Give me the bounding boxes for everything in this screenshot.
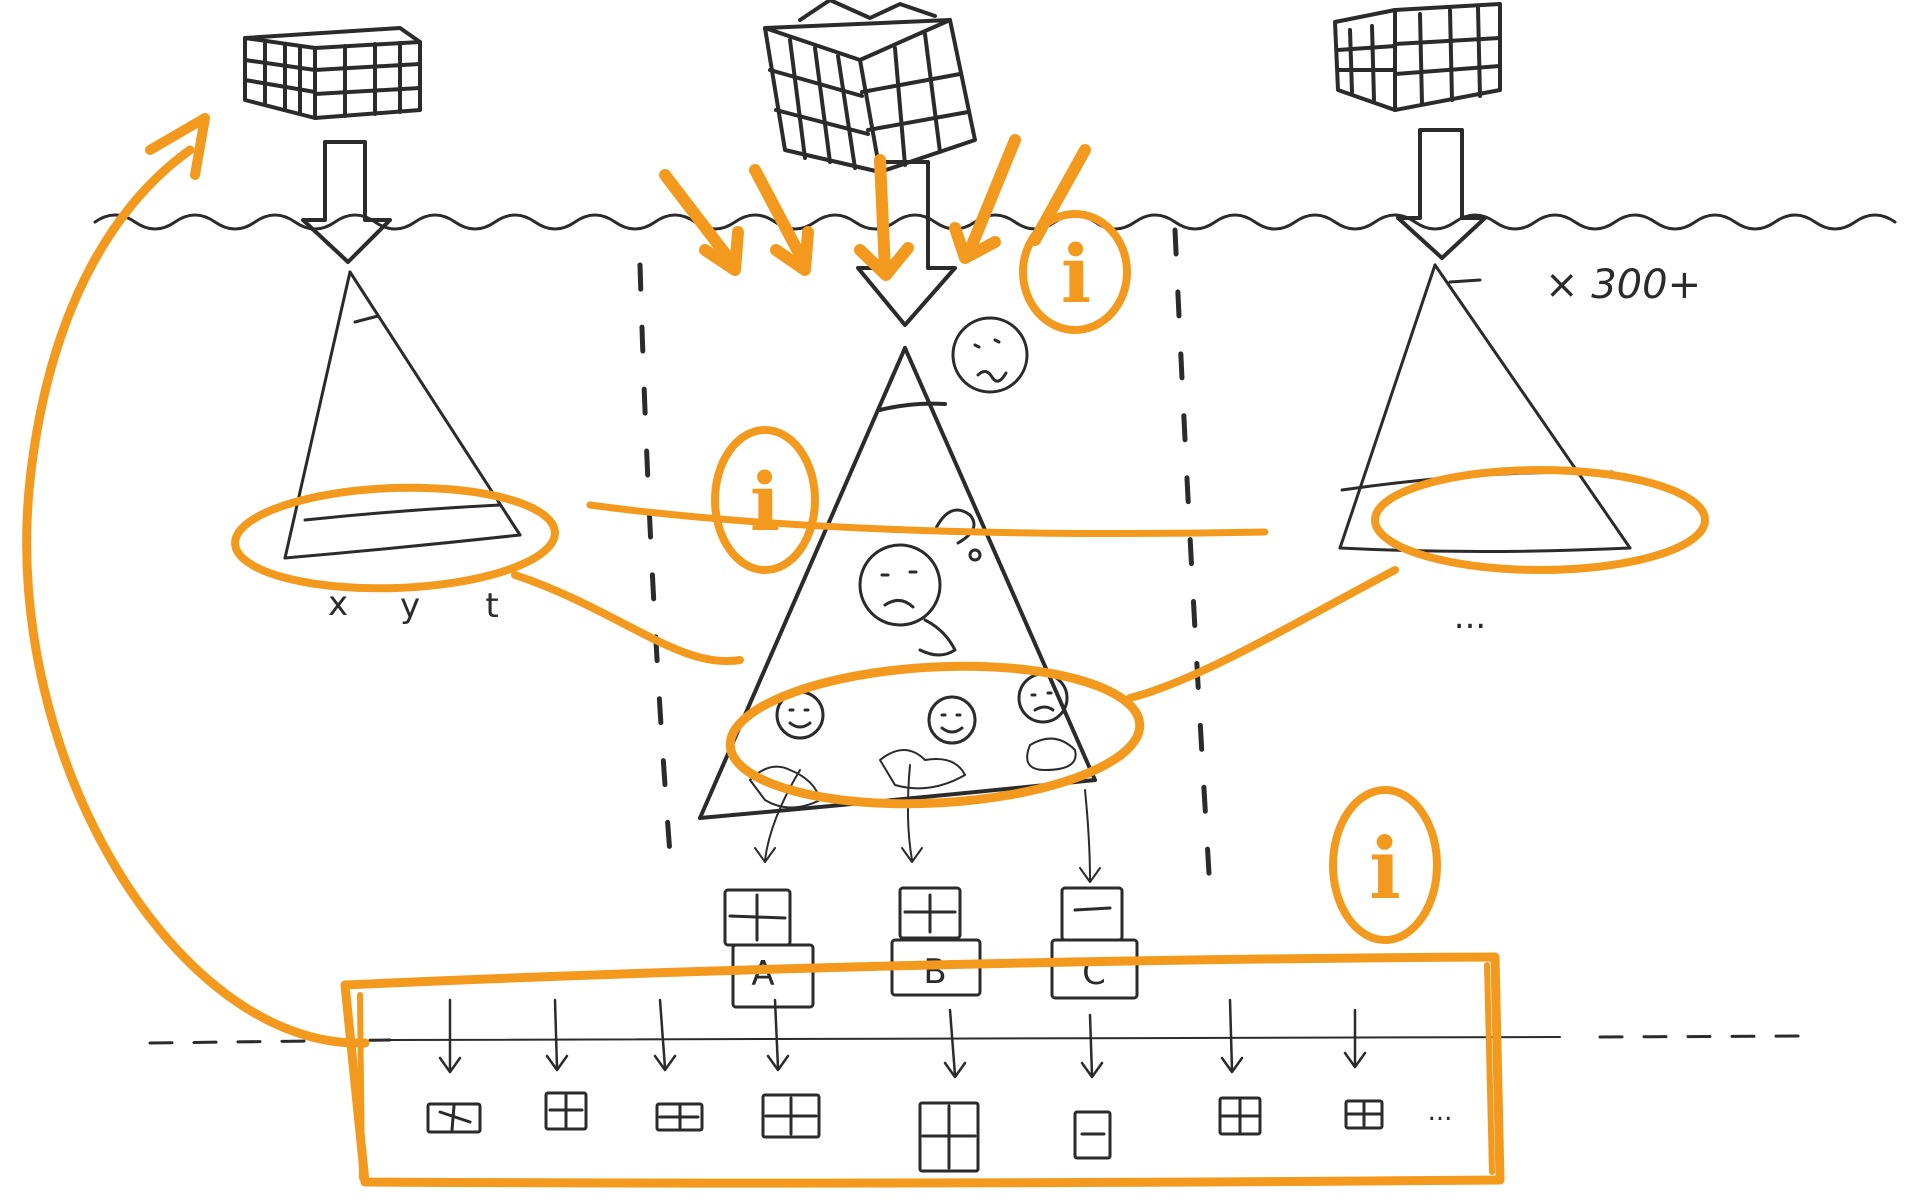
coordinate-label-y: y — [400, 586, 420, 626]
highlight-bar-left-to-right — [586, 501, 1269, 537]
cone-center — [698, 346, 1097, 820]
timeline-tiles-ellipsis: ... — [1428, 1097, 1453, 1127]
info-icon-top: i — [1019, 210, 1131, 334]
arrow-down-left — [301, 140, 392, 264]
info-icon-middle: i — [711, 426, 819, 574]
dashed-separator-right — [1172, 227, 1213, 893]
tile-c — [1050, 886, 1139, 1000]
face-worried-top — [951, 316, 1029, 394]
highlight-ellipse-center — [725, 661, 1145, 809]
dashed-separator-left — [637, 262, 675, 883]
info-icon-right: i — [1329, 786, 1441, 944]
svg-text:i: i — [750, 455, 780, 549]
connector-right-to-center — [1126, 566, 1399, 702]
svg-text:i: i — [1061, 227, 1091, 321]
timeline-line — [389, 1036, 1561, 1041]
cone-left — [283, 270, 522, 560]
multiplier-label: × 300+ — [1545, 262, 1701, 308]
right-cone-ellipsis: ... — [1454, 597, 1486, 637]
tile-letter-a: A — [751, 954, 774, 994]
arrow-down-right — [1396, 128, 1487, 260]
data-cube-left — [243, 26, 422, 120]
tile-a — [723, 888, 815, 1009]
data-cube-center — [763, 0, 977, 174]
timeline-arrows — [438, 998, 1367, 1079]
tile-letter-b: B — [923, 952, 946, 992]
highlight-ellipse-right — [1371, 466, 1709, 574]
timeline-baseline-right — [1598, 1034, 1812, 1039]
connector-left-to-center — [511, 571, 744, 666]
feedback-loop-arrow — [22, 145, 370, 1048]
coordinate-label-x: x — [328, 584, 348, 624]
timeline-tiles — [426, 1091, 1384, 1173]
orange-arrows-center — [659, 134, 1091, 281]
horizon-wave — [93, 213, 1897, 231]
connector-arrows — [754, 764, 1101, 883]
timeline-highlight-box-stroke2 — [357, 962, 1495, 1181]
data-cube-right — [1333, 2, 1502, 112]
svg-text:i: i — [1369, 819, 1401, 918]
coordinate-label-t: t — [485, 586, 498, 626]
feedback-loop-arrowhead — [145, 113, 210, 180]
timeline-highlight-box — [340, 952, 1505, 1188]
highlight-ellipse-left — [231, 483, 559, 593]
